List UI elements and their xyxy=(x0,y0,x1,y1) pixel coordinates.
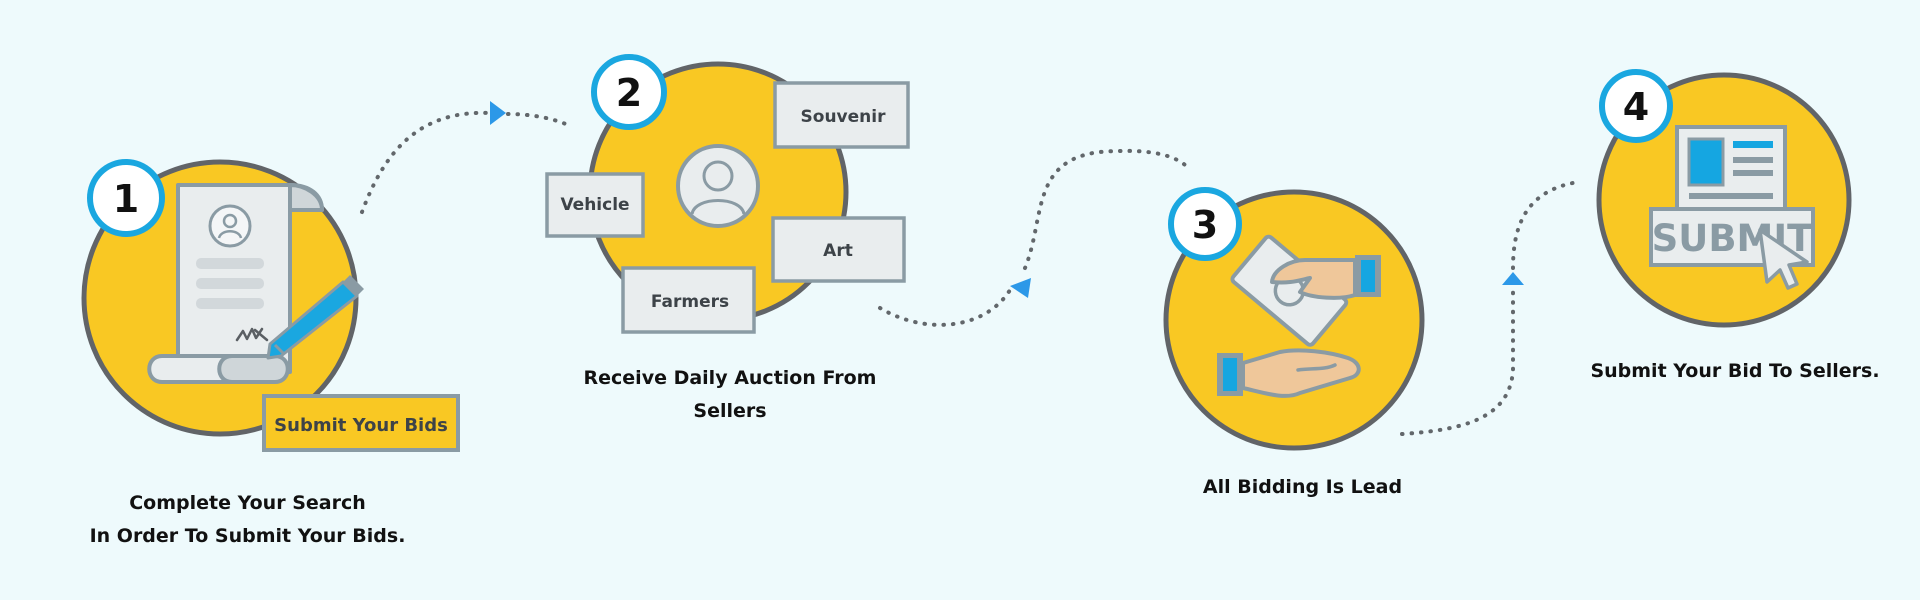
step-2-caption-line-2: Sellers xyxy=(693,400,767,422)
submit-your-bids-label: Submit Your Bids xyxy=(274,415,448,436)
cursor-icon xyxy=(1758,228,1809,290)
connector-3-4 xyxy=(1400,180,1580,436)
step-4-caption-line-1: Submit Your Bid To Sellers. xyxy=(1590,360,1880,382)
step-2: Souvenir Vehicle Art Farmers 2 xyxy=(545,54,910,334)
step-4-number: 4 xyxy=(1623,85,1649,129)
connector-1-2 xyxy=(360,101,574,214)
category-farmers: Farmers xyxy=(621,266,756,334)
step-1-caption: Complete Your Search In Order To Submit … xyxy=(70,487,425,553)
step-3-badge: 3 xyxy=(1168,187,1242,261)
category-farmers-label: Farmers xyxy=(651,292,729,312)
step-4-badge: 4 xyxy=(1599,69,1673,143)
submit-form-cursor-icon: SUBMIT xyxy=(1649,125,1815,290)
step-3-caption-line-1: All Bidding Is Lead xyxy=(1202,476,1403,498)
step-1: Submit Your Bids 1 xyxy=(81,159,460,452)
step-2-caption: Receive Daily Auction From Sellers xyxy=(560,362,900,428)
submit-your-bids-tag: Submit Your Bids xyxy=(262,394,460,452)
arrow-icon xyxy=(1010,278,1031,298)
hands-exchanging-money-icon xyxy=(1217,234,1381,398)
step-1-number: 1 xyxy=(113,177,139,221)
category-vehicle-label: Vehicle xyxy=(560,195,629,215)
step-2-number: 2 xyxy=(616,71,642,115)
user-avatar-icon xyxy=(676,144,760,228)
step-2-caption-line-1: Receive Daily Auction From xyxy=(583,367,877,389)
step-2-badge: 2 xyxy=(591,54,667,130)
connector-2-3 xyxy=(878,148,1192,327)
category-art-label: Art xyxy=(823,241,853,261)
step-4-caption: Submit Your Bid To Sellers. xyxy=(1570,355,1900,388)
step-3: 3 xyxy=(1163,187,1425,451)
arrow-up-icon xyxy=(1502,272,1524,285)
contract-scroll-pen-icon xyxy=(147,183,364,384)
category-vehicle: Vehicle xyxy=(545,172,645,238)
step-1-caption-line-2: In Order To Submit Your Bids. xyxy=(89,525,406,547)
pen-icon xyxy=(266,275,364,360)
step-1-badge: 1 xyxy=(87,159,165,237)
step-3-number: 3 xyxy=(1192,203,1218,247)
arrow-right-icon xyxy=(490,101,506,125)
category-souvenir-label: Souvenir xyxy=(801,107,887,127)
step-1-caption-line-1: Complete Your Search xyxy=(129,492,366,514)
category-souvenir: Souvenir xyxy=(773,81,910,149)
step-3-caption: All Bidding Is Lead xyxy=(1150,471,1455,504)
category-art: Art xyxy=(771,216,906,283)
step-4: SUBMIT 4 xyxy=(1596,69,1852,328)
